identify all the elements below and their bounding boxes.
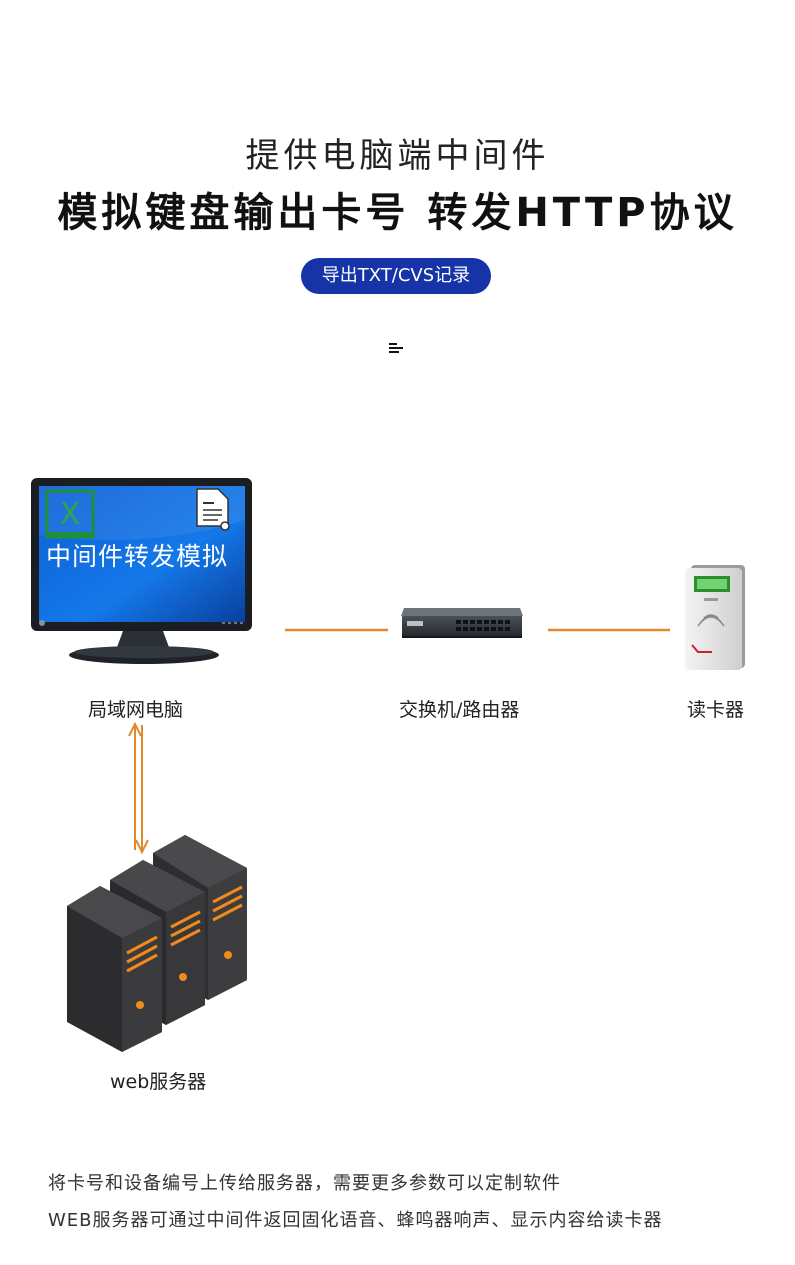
excel-glyph: X xyxy=(59,497,81,532)
page-title: 模拟键盘输出卡号 转发HTTP协议 xyxy=(57,190,738,236)
card-reader-icon xyxy=(685,565,745,670)
monitor-icon xyxy=(31,478,252,664)
footer-line-2: WEB服务器可通过中间件返回固化语音、蜂鸣器响声、显示内容给读卡器 xyxy=(48,1210,663,1231)
server-icon xyxy=(67,835,247,1052)
reader-label: 读卡器 xyxy=(687,699,745,721)
document-icon xyxy=(196,488,230,531)
excel-icon xyxy=(45,489,95,539)
page-subtitle: 提供电脑端中间件 xyxy=(245,136,550,176)
pc-label: 局域网电脑 xyxy=(88,699,184,721)
server-label: web服务器 xyxy=(110,1071,207,1093)
menu-icon xyxy=(389,343,403,355)
export-badge: 导出TXT/CVS记录 xyxy=(301,258,491,294)
monitor-caption: 中间件转发模拟 xyxy=(46,542,229,571)
network-diagram xyxy=(31,478,745,1052)
footer-line-1: 将卡号和设备编号上传给服务器，需要更多参数可以定制软件 xyxy=(48,1173,561,1194)
bidirectional-arrow xyxy=(128,721,149,855)
switch-icon xyxy=(401,608,523,638)
switch-label: 交换机/路由器 xyxy=(399,699,520,721)
